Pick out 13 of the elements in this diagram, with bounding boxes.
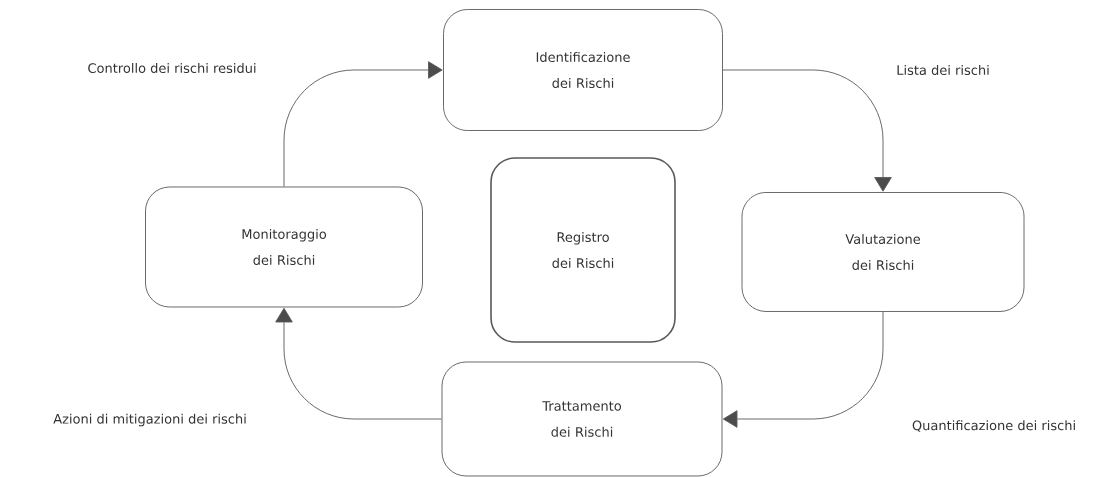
process-box: Identificazione dei Rischi [443, 9, 723, 131]
process-box: Monitoraggio dei Rischi [145, 186, 423, 308]
process-box: Trattamento dei Rischi [441, 361, 723, 477]
process-box: Registro dei Rischi [490, 157, 676, 343]
edge-label: Lista dei rischi [894, 62, 992, 78]
edge-label: Quantificazione dei rischi [909, 418, 1079, 434]
arrow [722, 69, 892, 192]
arrow [283, 61, 443, 187]
arrow [275, 307, 442, 420]
arrow [722, 311, 884, 428]
edge-label: Controllo dei rischi residui [85, 60, 259, 76]
process-box: Valutazione dei Rischi [741, 192, 1025, 312]
edge-label: Azioni di mitigazioni dei rischi [51, 411, 249, 429]
